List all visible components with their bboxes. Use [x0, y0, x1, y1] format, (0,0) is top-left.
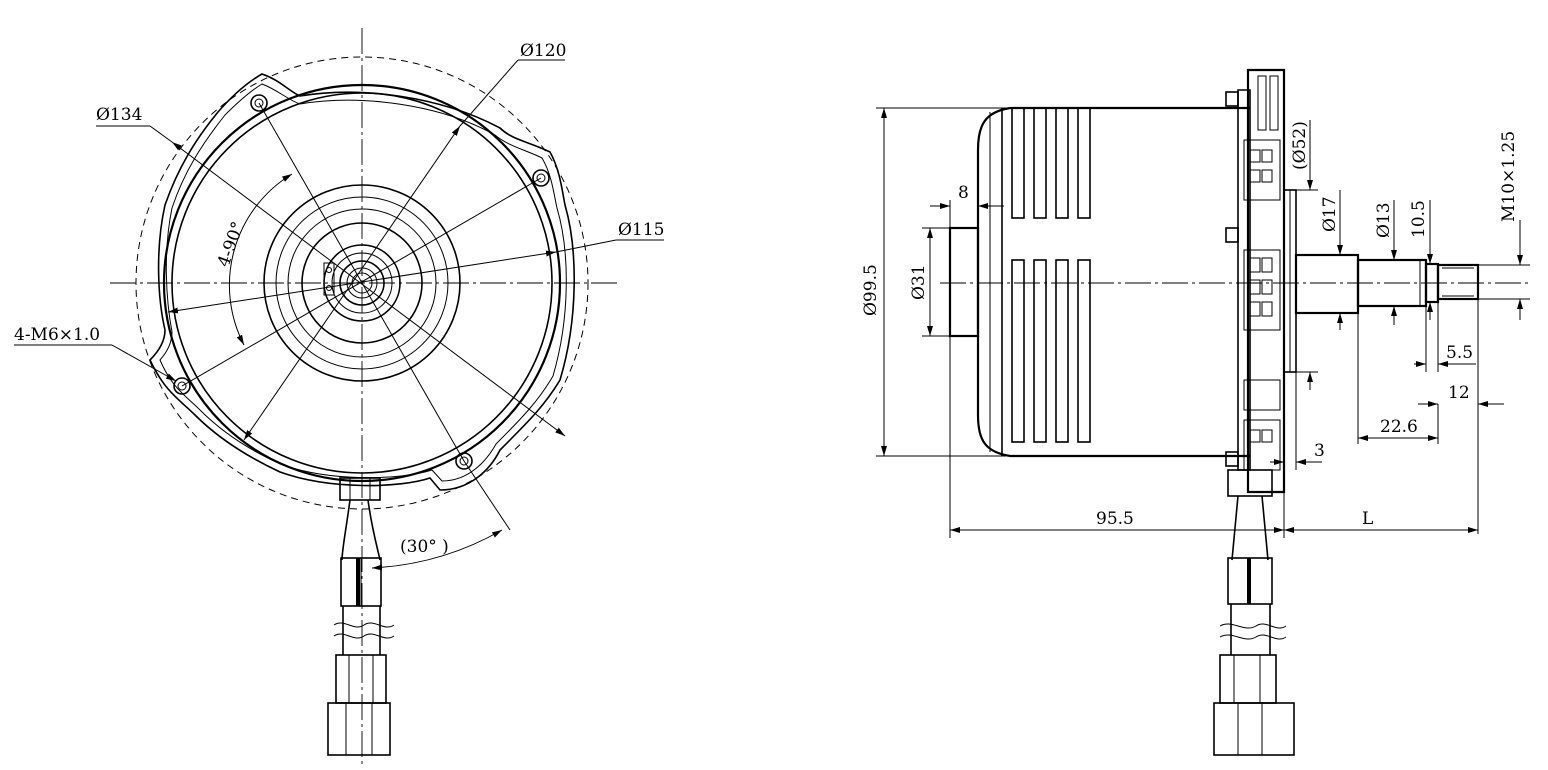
cable-lower: [342, 606, 381, 655]
side-view: Ø99.5 8 Ø31 (Ø52) Ø17 Ø13 10.5: [861, 68, 1530, 756]
mounting-hole-bottom: [455, 452, 473, 470]
side-connector-body: [1219, 654, 1277, 704]
dia-115-leader: [555, 239, 617, 253]
dim-thread-label: M10×1.25: [1499, 131, 1519, 222]
connector-nut: [327, 702, 391, 756]
dim-52-label: (Ø52): [1290, 121, 1310, 170]
front-view: Ø120 Ø134 Ø115 4-90° 4-M6×1.0 (30° ): [14, 28, 664, 765]
dim-99-5-label: Ø99.5: [861, 264, 881, 316]
dim-31-label: Ø31: [909, 264, 929, 300]
shaft-dia-17: [1294, 253, 1360, 315]
side-cable-break: [1219, 623, 1287, 640]
dim-L-label: L: [1362, 509, 1373, 529]
angle-90-arc: [228, 173, 293, 346]
dim-10-5-label: 10.5: [1409, 200, 1429, 238]
side-cable-upper: [1231, 495, 1269, 561]
shaft-thread-m10: [1436, 263, 1480, 301]
dim-13-label: Ø13: [1374, 202, 1394, 238]
dim-3-label: 3: [1314, 441, 1325, 461]
side-cable-gland: [1227, 469, 1273, 497]
radial-extension-30: [463, 460, 511, 531]
dia-115-label: Ø115: [618, 220, 664, 240]
dia-120-leader: [459, 59, 519, 127]
cable-upper: [341, 499, 381, 561]
cable-gland: [339, 477, 381, 501]
dim-12-label: 12: [1448, 383, 1470, 403]
hub-mark-2: [326, 285, 332, 291]
cable-break-mark: [333, 622, 395, 639]
dim-22-6-label: 22.6: [1380, 417, 1418, 437]
dim-8-label: 8: [958, 183, 969, 203]
side-cable-lower: [1230, 604, 1271, 655]
dia-115-dimension: [167, 250, 557, 314]
connector-body: [335, 654, 387, 704]
bolt-circle-134: [135, 56, 589, 510]
thread-holes-label: 4-M6×1.0: [14, 325, 100, 345]
mounting-hole-top: [250, 94, 268, 112]
angle-30-label: (30° ): [400, 537, 449, 557]
side-connector-nut: [1213, 702, 1295, 756]
cooling-slots-upper: [1011, 107, 1091, 219]
hub-mark-1: [326, 267, 332, 273]
rear-boss: [948, 226, 980, 338]
flange-plate: [1246, 68, 1286, 494]
dia-134-label: Ø134: [96, 105, 142, 125]
dia-120-label: Ø120: [520, 41, 566, 61]
dia-134-dimension: [171, 141, 566, 437]
motor-body: [976, 106, 1250, 458]
dim-17-label: Ø17: [1320, 196, 1340, 232]
angle-90-label: 4-90°: [214, 219, 249, 270]
cooling-slots-lower: [1011, 259, 1091, 443]
angle-30-arc: [371, 529, 503, 571]
flange-outline: [149, 73, 575, 491]
dim-95-5-label: 95.5: [1096, 509, 1134, 529]
dim-5-5-label: 5.5: [1446, 343, 1473, 363]
